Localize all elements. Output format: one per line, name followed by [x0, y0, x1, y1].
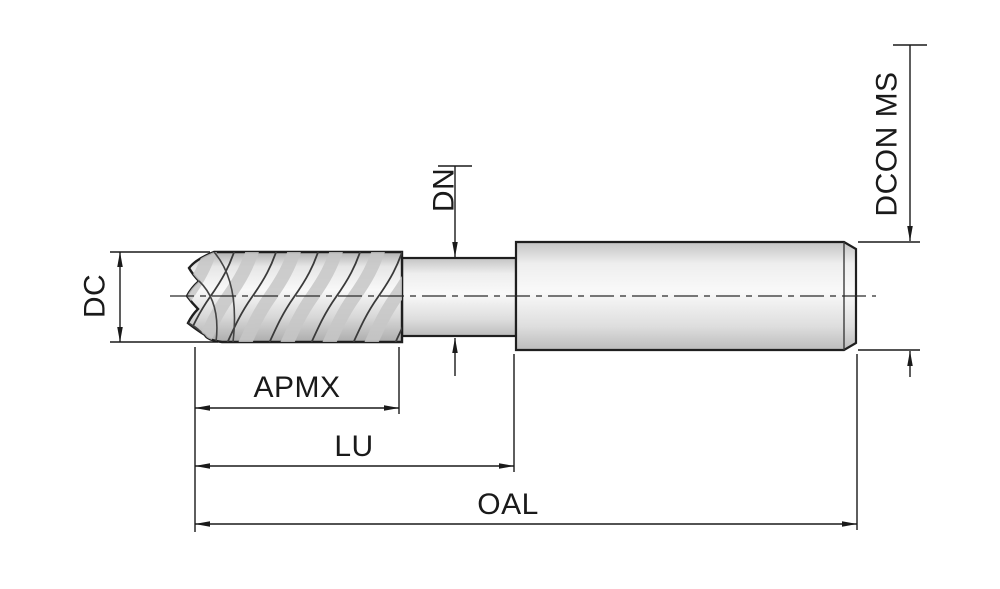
end-tooth-gash [198, 280, 218, 342]
dcon-dimension [858, 44, 927, 377]
end-tooth-gash [213, 252, 236, 342]
flute-helix-lines [187, 252, 402, 342]
flute-line [391, 252, 402, 342]
dcon-ms-label: DCON MS [871, 71, 904, 216]
oal-dimension [194, 354, 858, 530]
flute-line [349, 252, 402, 342]
oal-label: OAL [477, 488, 539, 521]
end-mill [170, 240, 876, 352]
lu-dimension [194, 354, 515, 472]
flute-line [223, 252, 279, 342]
dn-dimension [438, 165, 472, 376]
dc-label: DC [79, 274, 112, 318]
dc-dimension [110, 251, 218, 343]
flute-shading-band [362, 252, 402, 342]
flute-shading-band [278, 252, 345, 342]
apmx-dimension [194, 347, 400, 532]
flute-shading-band [320, 252, 387, 342]
flute-line [307, 252, 363, 342]
dn-label: DN [428, 168, 461, 212]
lu-label: LU [334, 430, 373, 463]
dimension-labels: DC DN DCON MS APMX LU OAL [79, 71, 904, 521]
apmx-label: APMX [253, 371, 340, 404]
flute-shading-band [194, 252, 261, 342]
flute-shading-band [236, 252, 303, 342]
dimensions [110, 44, 927, 532]
flute-line [265, 252, 321, 342]
flute-shading-band [187, 252, 219, 342]
neck-section-body [400, 256, 518, 338]
flute-line [187, 252, 195, 342]
